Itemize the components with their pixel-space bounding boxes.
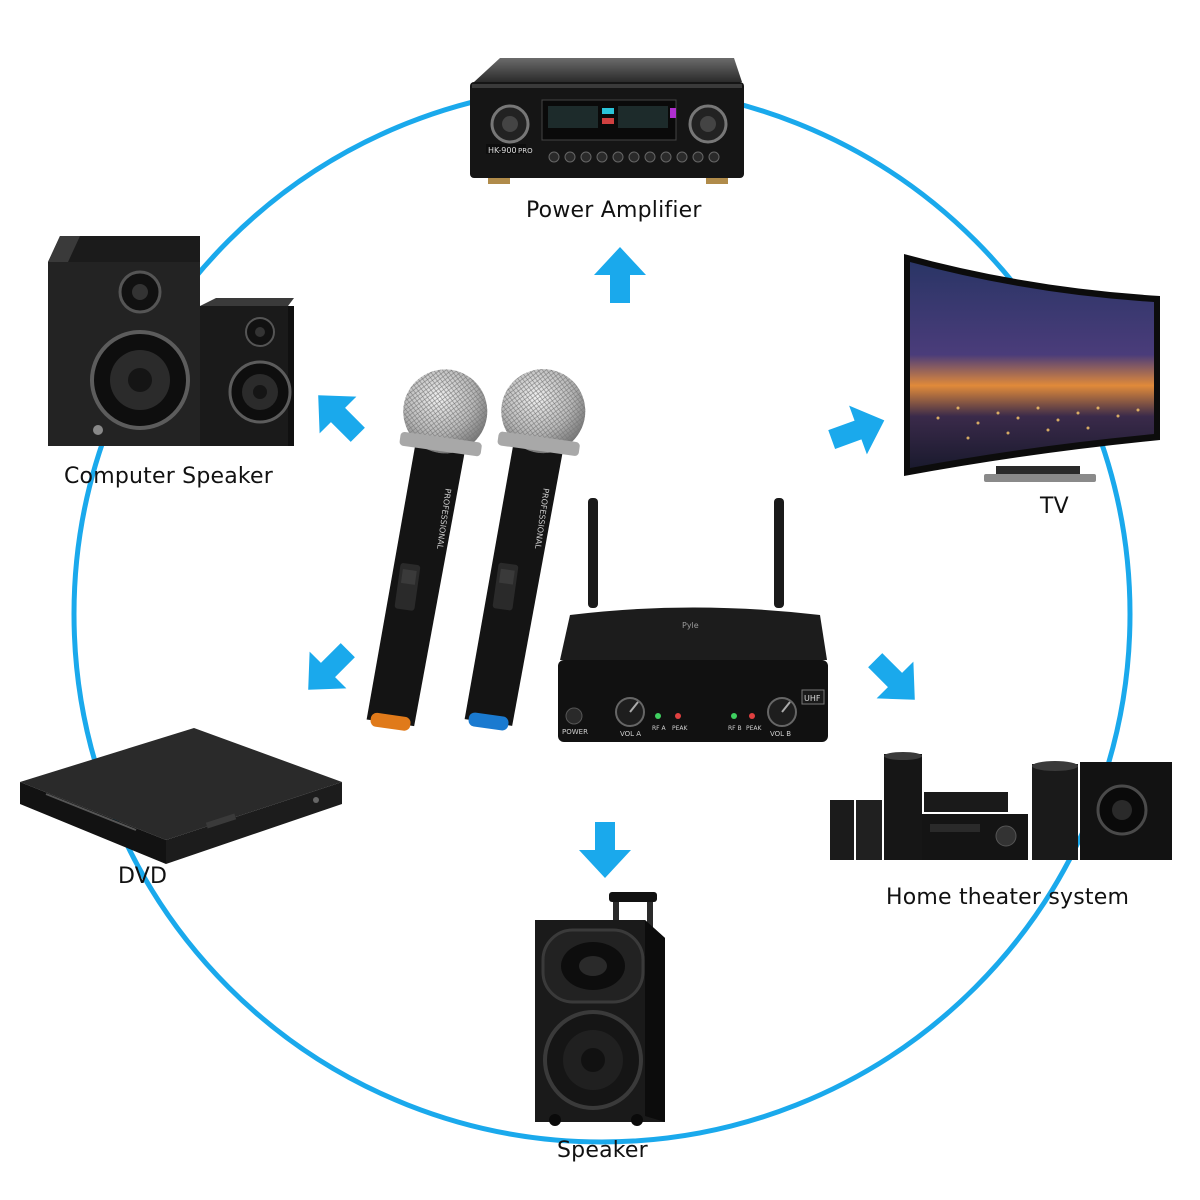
receiver-peak-b-text: PEAK (746, 725, 763, 732)
receiver-brand-text: Pyle (682, 621, 699, 630)
power-amplifier-image: HK-900 PRO (470, 58, 744, 184)
receiver-rf-a-text: RF A (652, 725, 667, 732)
label-home-theater: Home theater system (886, 885, 1130, 910)
tv-image (904, 254, 1160, 482)
receiver-vol-b-text: VOL B (770, 730, 791, 738)
arrow-right-down (868, 653, 915, 700)
label-dvd: DVD (118, 864, 168, 889)
wireless-microphones-image: PROFESSIONAL PROFESSIONAL (366, 369, 586, 731)
portable-speaker-image (535, 892, 665, 1126)
receiver-power-text: POWER (562, 728, 588, 736)
arrow-right-up (828, 405, 885, 455)
label-computer-speaker: Computer Speaker (64, 464, 274, 489)
wireless-receiver-image: Pyle POWER VOL A RF A PEAK RF B PEAK VOL… (558, 498, 828, 742)
label-power-amplifier: Power Amplifier (526, 198, 702, 223)
receiver-peak-a-text: PEAK (672, 725, 689, 732)
dvd-player-image (20, 728, 342, 864)
receiver-vol-a-text: VOL A (620, 730, 641, 738)
arrow-up (594, 247, 646, 303)
receiver-band-text: UHF (804, 694, 821, 703)
home-theater-image (830, 752, 1172, 860)
label-tv: TV (1040, 494, 1069, 519)
computer-speaker-image (48, 236, 294, 446)
arrow-down (579, 822, 631, 878)
amp-badge-text: PRO (518, 147, 533, 155)
label-speaker: Speaker (557, 1138, 648, 1163)
amp-model-text: HK-900 (488, 146, 517, 155)
arrow-left-up (318, 395, 365, 442)
receiver-rf-b-text: RF B (728, 725, 742, 732)
arrow-left-down (308, 643, 355, 690)
